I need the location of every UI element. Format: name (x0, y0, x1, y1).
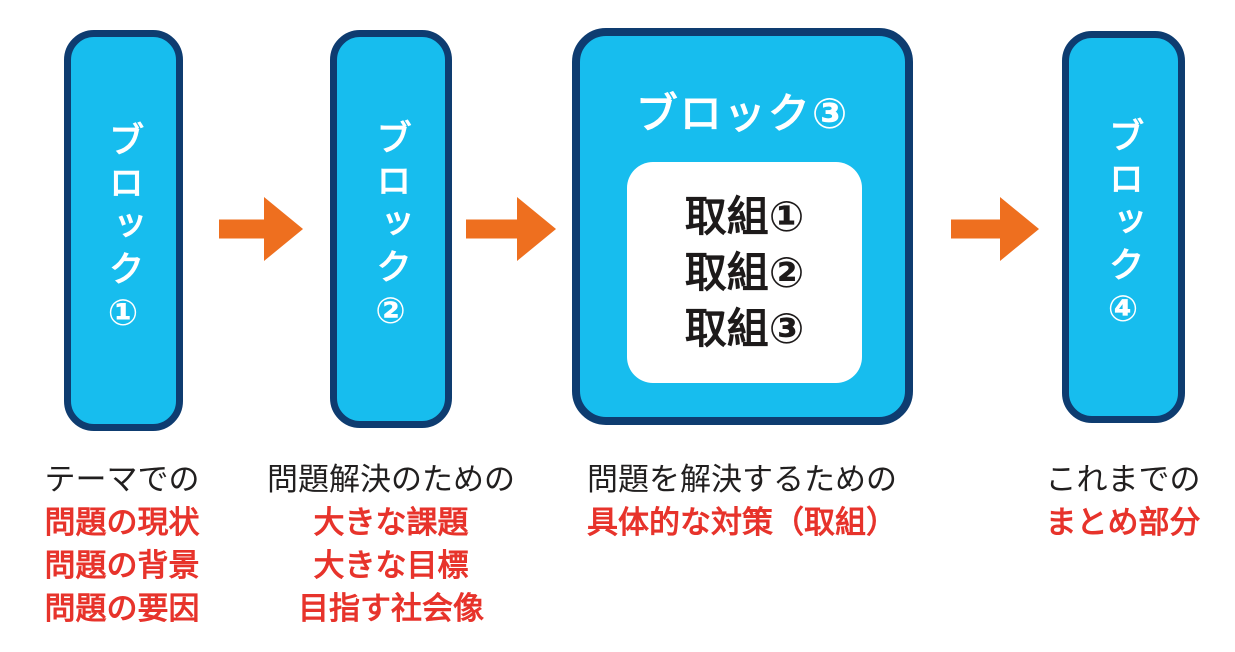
arrow-right-icon (951, 197, 1039, 261)
block-2: ブロック② (330, 30, 452, 428)
arrow-head (517, 197, 556, 261)
block-3-item-1: 取組① (684, 192, 805, 240)
caption-point: 大きな課題 (313, 505, 469, 540)
block-3-items-panel: 取組① 取組② 取組③ (627, 162, 862, 383)
caption-intro: 問題解決のための (267, 462, 515, 497)
caption-intro: これまでの (1045, 462, 1201, 497)
caption-point: 大きな目標 (313, 548, 469, 583)
block-3: ブロック③ 取組① 取組② 取組③ (572, 28, 913, 425)
caption-point: まとめ部分 (1045, 505, 1201, 540)
block-4-label: ブロック④ (1103, 117, 1145, 337)
block-3-item-2: 取組② (684, 248, 805, 296)
caption-block-2: 問題解決のための 大きな課題 大きな目標 目指す社会像 (241, 458, 541, 630)
caption-block-4: これまでの まとめ部分 (1023, 458, 1223, 544)
caption-block-1: テーマでの 問題の現状 問題の背景 問題の要因 (2, 458, 242, 630)
caption-intro: テーマでの (44, 462, 200, 497)
caption-point: 具体的な対策（取組） (587, 505, 897, 540)
arrow-right-icon (466, 197, 556, 261)
block-4: ブロック④ (1062, 31, 1185, 423)
arrow-shaft (951, 219, 1003, 239)
caption-point: 問題の背景 (44, 548, 200, 583)
caption-intro: 問題を解決するための (587, 462, 897, 497)
block-2-label: ブロック② (371, 119, 412, 339)
block-1-label: ブロック① (103, 120, 145, 341)
arrow-shaft (219, 219, 268, 239)
block-3-item-3: 取組③ (684, 304, 805, 352)
block-3-label: ブロック③ (635, 90, 850, 137)
caption-point: 目指す社会像 (298, 591, 484, 626)
arrow-head (264, 197, 303, 261)
block-1: ブロック① (64, 30, 183, 431)
caption-point: 問題の要因 (44, 591, 200, 626)
caption-block-3: 問題を解決するための 具体的な対策（取組） (567, 458, 917, 544)
caption-point: 問題の現状 (44, 505, 200, 540)
arrow-right-icon (219, 197, 303, 261)
arrow-head (1000, 197, 1039, 261)
arrow-shaft (466, 219, 519, 239)
